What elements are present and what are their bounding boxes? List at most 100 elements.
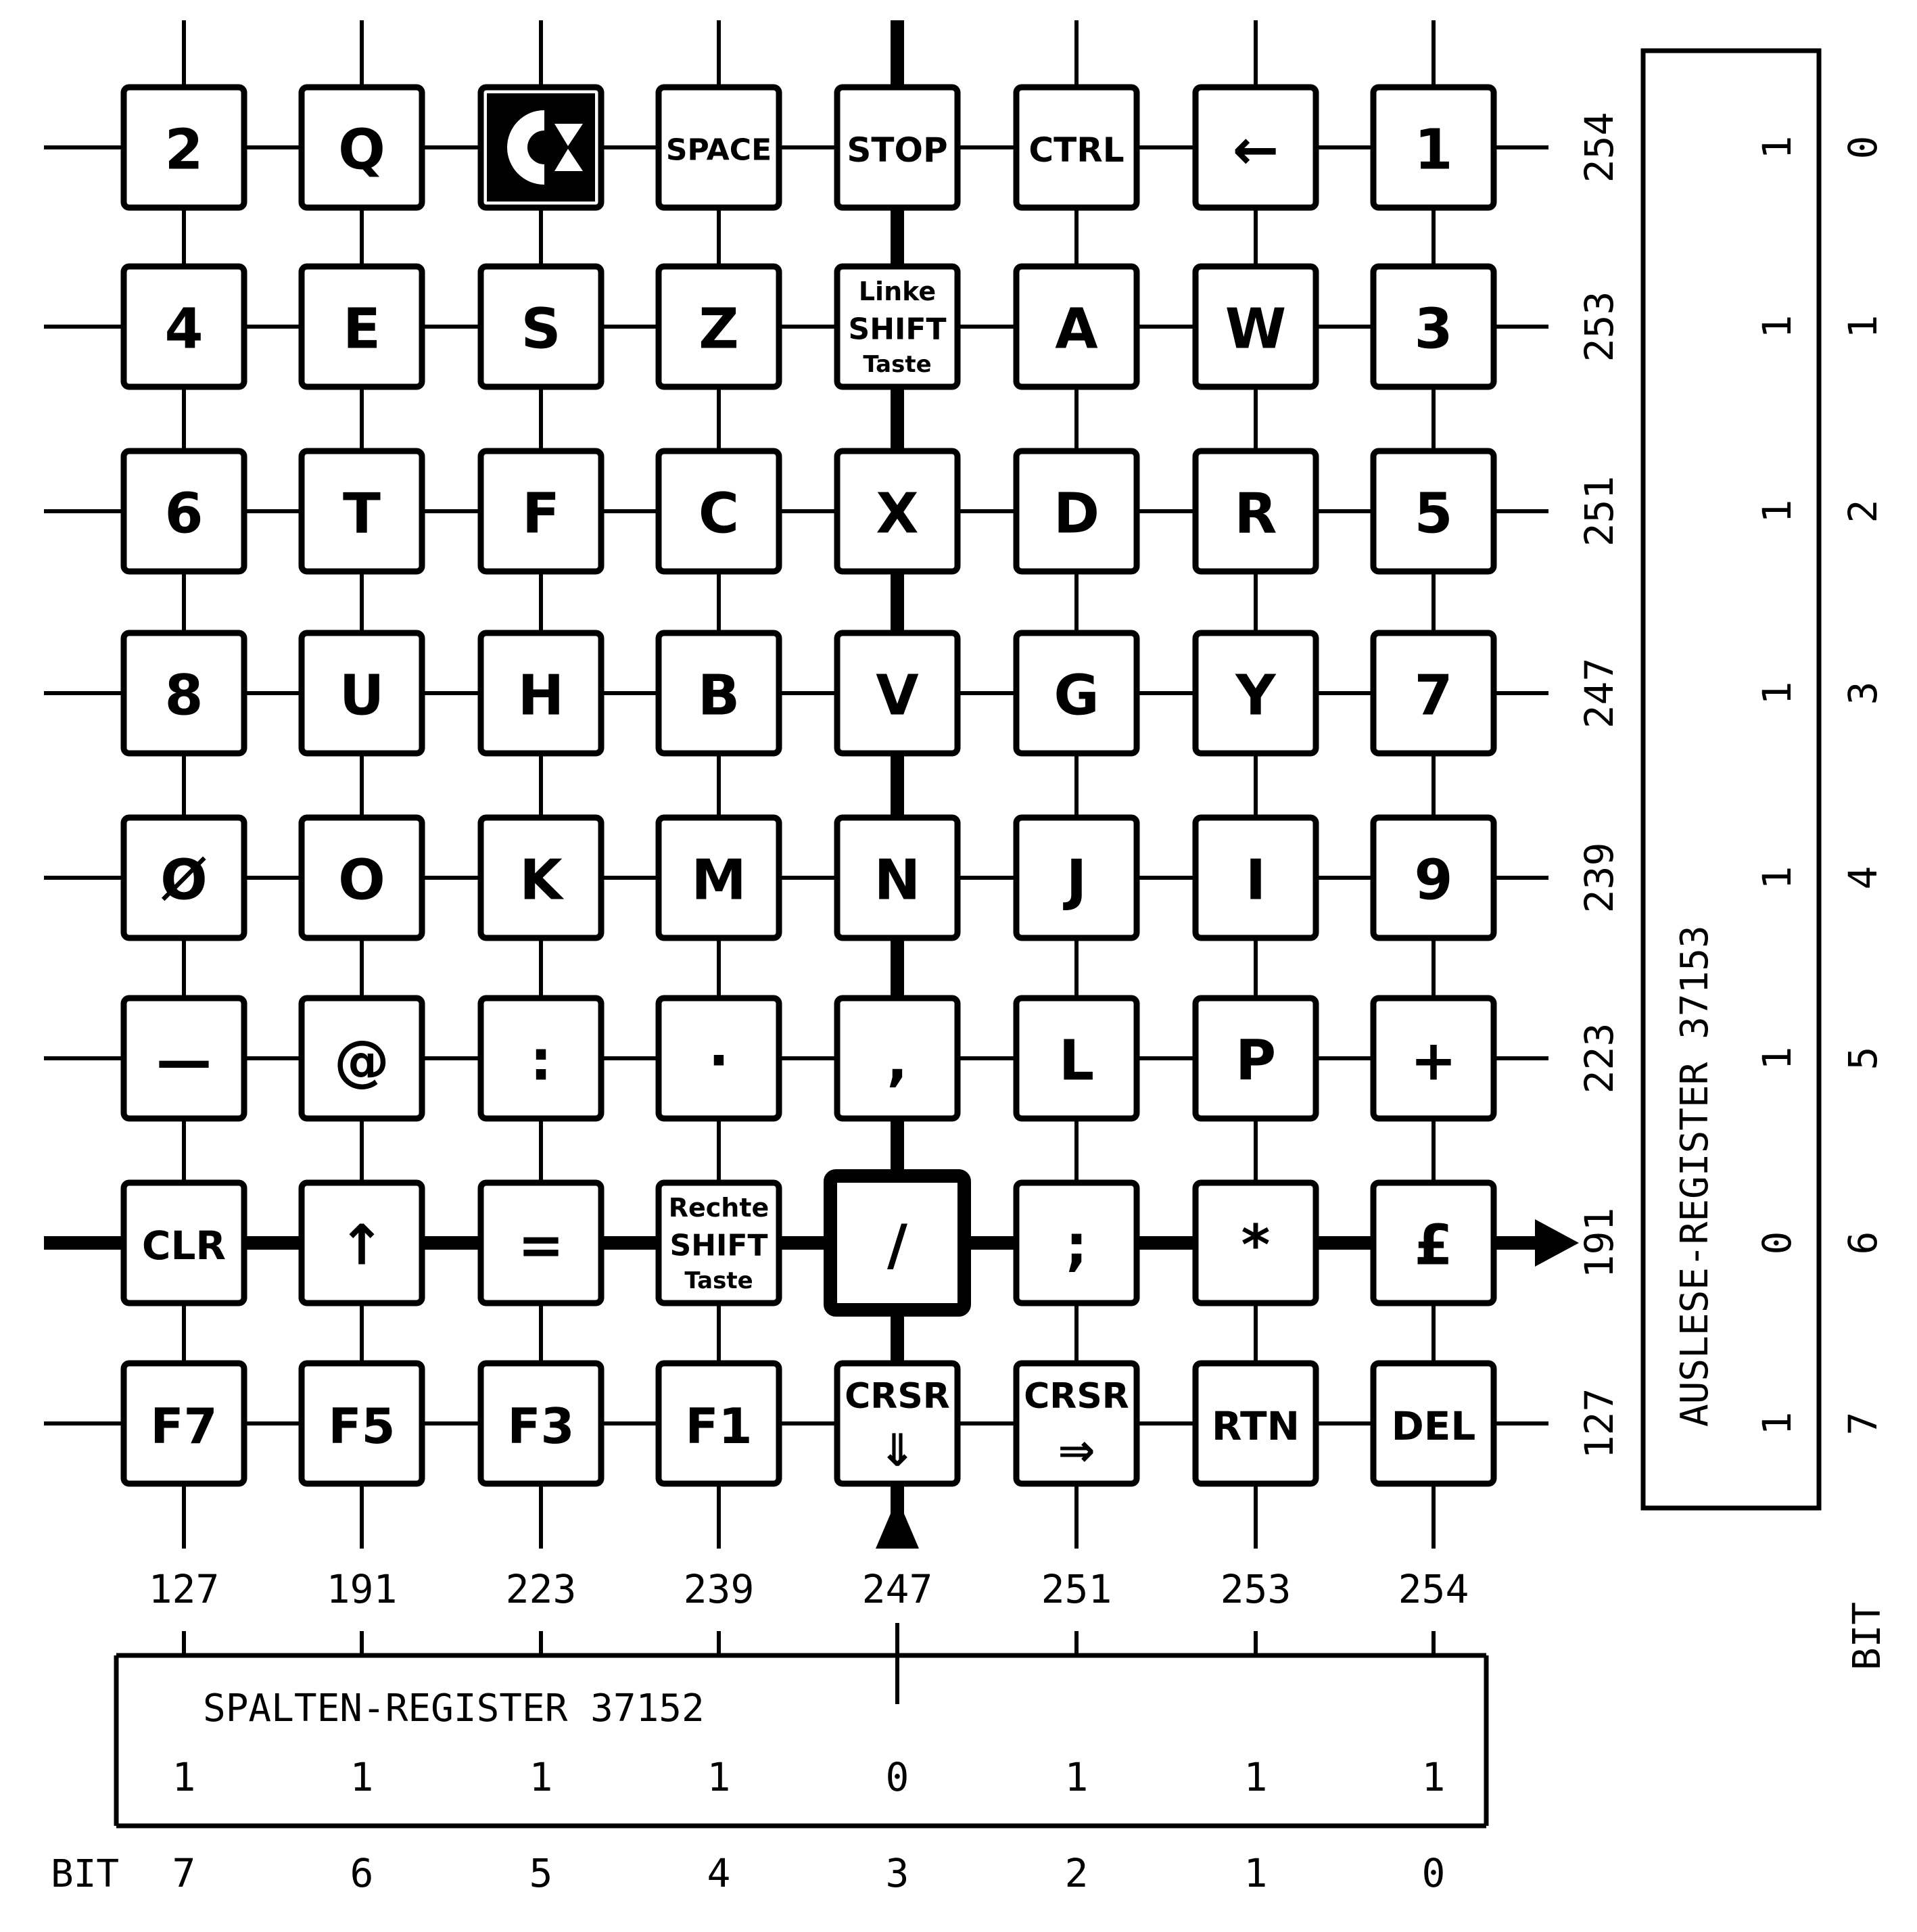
spalten-bit-value: 1 xyxy=(529,1754,553,1800)
key-g: G xyxy=(1013,630,1140,757)
auslese-bit-number: 2 xyxy=(1840,500,1886,523)
key-cap xyxy=(655,1360,782,1487)
key-label: DEL xyxy=(1392,1403,1476,1449)
column-value: 247 xyxy=(862,1566,933,1612)
key-label-line1: CRSR xyxy=(845,1376,950,1417)
key-label: I xyxy=(1246,849,1267,913)
key-label-line3: Taste xyxy=(863,351,931,378)
key-cap xyxy=(834,1360,961,1487)
auslese-bit-number: 4 xyxy=(1840,866,1886,890)
key-cap xyxy=(1370,263,1497,390)
key-3: 3 xyxy=(1370,263,1497,390)
spalten-bit-number: 6 xyxy=(350,1850,374,1896)
key-cap xyxy=(834,814,961,941)
key-cap xyxy=(834,995,961,1122)
key-label: 4 xyxy=(164,298,203,362)
key-l: L xyxy=(1013,995,1140,1122)
key-cap xyxy=(1192,263,1319,390)
key-b: B xyxy=(655,630,782,757)
key-q: Q xyxy=(298,84,425,211)
spalten-bit-number: 2 xyxy=(1065,1850,1089,1896)
spalten-bit-value: 1 xyxy=(707,1754,731,1800)
key-cap xyxy=(834,84,961,211)
key-cap xyxy=(477,1179,605,1306)
key-symbol: @ xyxy=(298,995,425,1122)
spalten-bit-number: 5 xyxy=(529,1850,553,1896)
key-cap xyxy=(655,263,782,390)
row-value: 254 xyxy=(1576,112,1622,183)
key-cap xyxy=(120,1179,247,1306)
key-cap xyxy=(477,1360,605,1487)
key-cap xyxy=(1192,1360,1319,1487)
key-v: V xyxy=(834,630,961,757)
key-cap xyxy=(1370,1179,1497,1306)
key-label: C xyxy=(699,482,739,546)
key-cap xyxy=(120,995,247,1122)
key-cap xyxy=(477,630,605,757)
key-label: @ xyxy=(334,1029,389,1093)
key-cap xyxy=(655,995,782,1122)
spalten-bit-number: 1 xyxy=(1244,1850,1268,1896)
key-f3: F3 xyxy=(477,1360,605,1487)
auslese-bit-number: 0 xyxy=(1840,136,1886,160)
key-cap xyxy=(298,995,425,1122)
key-symbol: · xyxy=(655,995,782,1122)
key-cap xyxy=(477,448,605,575)
key-label: CLR xyxy=(142,1223,226,1269)
key-ctrl: CTRL xyxy=(1013,84,1140,211)
key-symbol: = xyxy=(477,1179,605,1306)
key-label-line1: Rechte xyxy=(669,1193,770,1223)
key-label: Q xyxy=(338,118,385,183)
key-label: A xyxy=(1055,298,1098,362)
key-label: F7 xyxy=(150,1398,217,1455)
auslese-bit-number: 3 xyxy=(1840,682,1886,705)
key-label: K xyxy=(519,849,565,913)
key-cap xyxy=(1370,84,1497,211)
key-cap xyxy=(1013,263,1140,390)
key-cap xyxy=(1013,995,1140,1122)
key-e: E xyxy=(298,263,425,390)
spalten-bit-value: 1 xyxy=(350,1754,374,1800)
key-cap xyxy=(1370,1360,1497,1487)
key-symbol: ↑ xyxy=(298,1179,425,1306)
key-cap xyxy=(655,448,782,575)
key-label: T xyxy=(343,482,381,546)
key-c: C xyxy=(655,448,782,575)
spalten-bit-label: BIT xyxy=(51,1852,119,1896)
key-label: R xyxy=(1234,482,1277,546)
key-cap xyxy=(1013,814,1140,941)
key-cap xyxy=(1192,1179,1319,1306)
column-value: 191 xyxy=(327,1566,398,1612)
key-label-line1: Linke xyxy=(859,277,936,306)
key-label: X xyxy=(876,482,918,546)
key-symbol: , xyxy=(834,995,961,1122)
key-cap xyxy=(834,263,961,390)
key-k: K xyxy=(477,814,605,941)
key-symbol: * xyxy=(1192,1179,1319,1306)
key-cap xyxy=(1192,84,1319,211)
key-label: O xyxy=(338,849,385,913)
key-label: : xyxy=(530,1029,552,1093)
key-label: G xyxy=(1054,664,1099,728)
key-clr: CLR xyxy=(120,1179,247,1306)
key-label: Y xyxy=(1235,664,1277,728)
key-cap xyxy=(655,630,782,757)
key-cap xyxy=(298,84,425,211)
column-value: 127 xyxy=(149,1566,220,1612)
key-label: · xyxy=(708,1029,729,1093)
key-rtn: RTN xyxy=(1192,1360,1319,1487)
spalten-bit-number: 7 xyxy=(172,1850,196,1896)
key-h: H xyxy=(477,630,605,757)
auslese-bit-number: 5 xyxy=(1840,1047,1886,1070)
key-label: S xyxy=(521,298,561,362)
key-cap xyxy=(834,448,961,575)
key-4: 4 xyxy=(120,263,247,390)
key-label: F5 xyxy=(328,1398,395,1455)
auslese-bit-label: BIT xyxy=(1845,1602,1889,1670)
key-cap xyxy=(298,263,425,390)
key-r: R xyxy=(1192,448,1319,575)
auslese-register-title: AUSLESE-REGISTER 37153 xyxy=(1673,925,1717,1427)
key-5: 5 xyxy=(1370,448,1497,575)
